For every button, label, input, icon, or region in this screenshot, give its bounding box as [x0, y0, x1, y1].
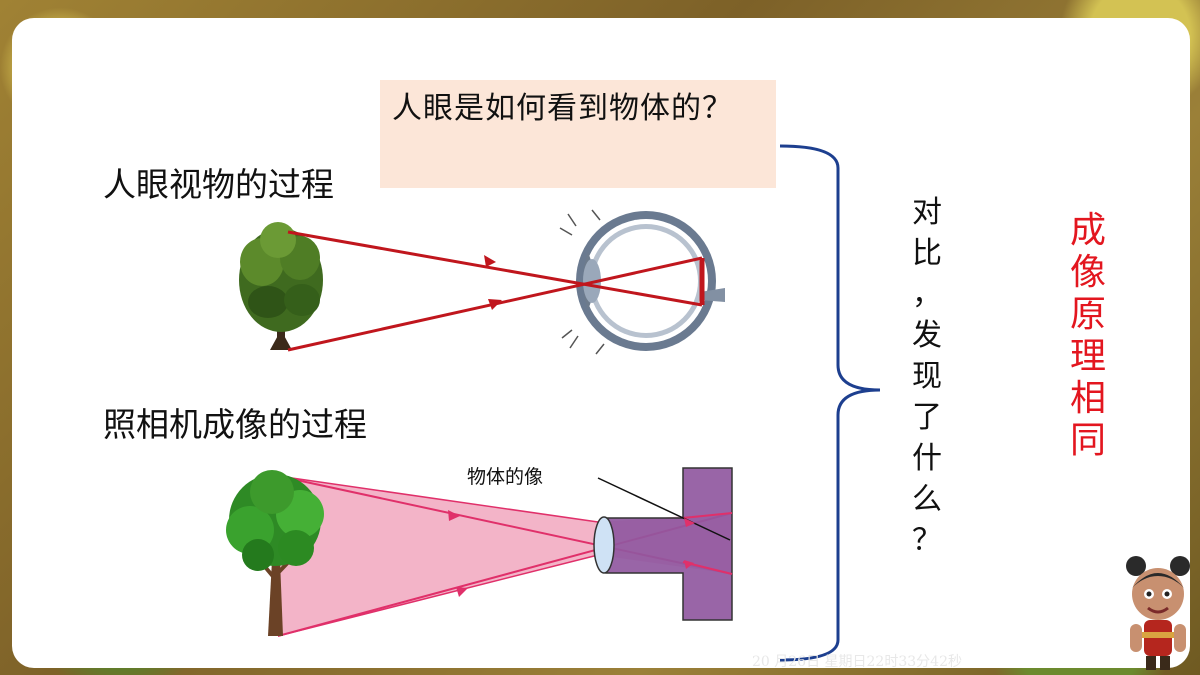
image-label: 物体的像 — [467, 466, 544, 488]
conclusion-text: 成 像 原 理 相 同 — [1069, 210, 1106, 461]
arrow-icon — [456, 587, 468, 597]
curly-brace — [779, 144, 881, 662]
eye-light-rays — [287, 230, 705, 352]
arrow-icon — [484, 255, 496, 267]
tree-icon — [226, 470, 324, 636]
question-box — [380, 80, 776, 188]
question-text: 人眼是如何看到物体的？ — [392, 91, 733, 126]
tree-icon — [239, 222, 323, 350]
eye-process-title: 人眼视物的过程 — [103, 165, 334, 204]
date-text: 20 月26日 星期日22时33分42秒 — [752, 654, 962, 670]
camera-process-title: 照相机成像的过程 — [103, 405, 367, 444]
camera-icon — [593, 467, 733, 621]
eye-icon — [559, 209, 725, 355]
arrow-icon — [488, 299, 502, 310]
compare-text: 对 比 ， 发 现 了 什 么 ？ — [912, 195, 942, 558]
arrow-icon — [448, 510, 460, 521]
mascot-icon — [1126, 556, 1190, 670]
